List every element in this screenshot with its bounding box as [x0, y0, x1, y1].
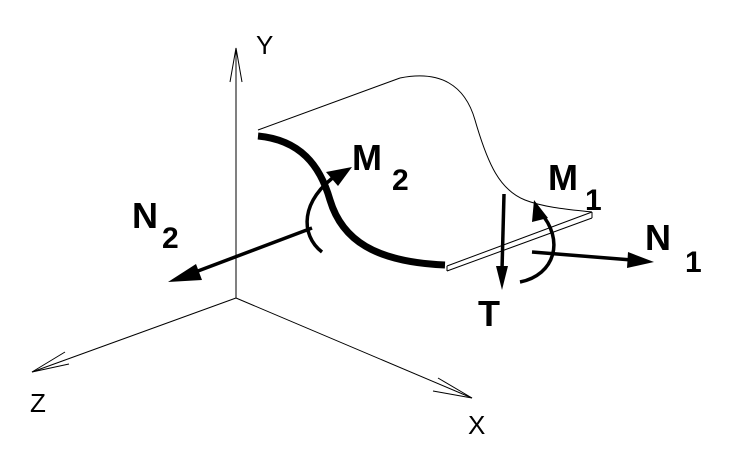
y-axis-arrowhead — [229, 47, 243, 83]
y-axis-label: Y — [256, 30, 273, 60]
force-n1: N 1 — [531, 217, 702, 279]
moment-m1-arrowhead — [532, 200, 548, 222]
force-n2-arrowhead — [168, 264, 202, 282]
force-t-shaft[interactable] — [500, 193, 506, 271]
x-axis — [235, 297, 473, 399]
z-axis — [31, 297, 237, 373]
moment-m2-arc[interactable] — [305, 172, 339, 254]
force-n2-shaft[interactable] — [189, 226, 313, 276]
beam-front-curve[interactable] — [257, 132, 446, 269]
coordinate-axes: Y X Z — [30, 30, 485, 440]
force-n2-label: N — [132, 195, 158, 236]
force-n1-arrowhead — [627, 252, 654, 268]
moment-m1-subscript: 1 — [585, 184, 602, 217]
force-n1-subscript: 1 — [685, 246, 702, 279]
z-axis-label: Z — [30, 388, 46, 418]
moment-m2-label: M — [352, 137, 382, 178]
force-n2-subscript: 2 — [162, 222, 179, 255]
moment-m2-subscript: 2 — [392, 164, 409, 197]
beam-outline — [257, 75, 593, 272]
moment-m1-label: M — [548, 157, 578, 198]
beam-top-back-edge — [257, 77, 401, 131]
beam-top-curve — [399, 75, 593, 213]
moment-m1-arc[interactable] — [519, 210, 556, 284]
force-n1-label: N — [645, 217, 671, 258]
x-axis-label: X — [468, 410, 485, 440]
moment-m2-arrowhead — [326, 167, 352, 186]
x-axis-arrowhead — [432, 377, 473, 399]
force-n1-shaft[interactable] — [531, 250, 633, 262]
beam-bottom-front-edge-2 — [446, 217, 593, 272]
beam-bottom-front-edge-1 — [446, 211, 593, 267]
moment-m1: M 1 — [519, 157, 602, 284]
force-n2: N 2 — [132, 195, 313, 282]
z-axis-arrowhead — [31, 351, 70, 373]
force-t-label: T — [478, 293, 500, 334]
force-t-arrowhead — [496, 266, 508, 290]
force-t: T — [478, 193, 508, 334]
moment-m2: M 2 — [305, 137, 409, 254]
